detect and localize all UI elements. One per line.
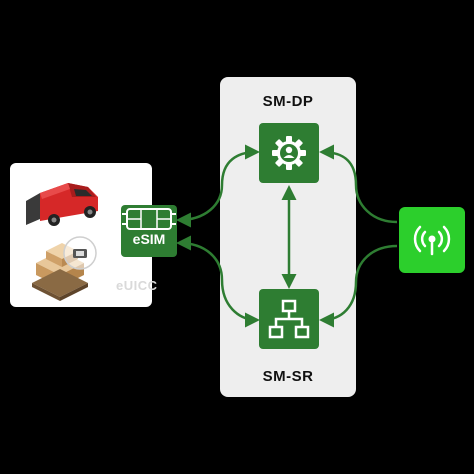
arrow-euicc-smdp: [176, 144, 260, 228]
delivery-van-icon: [26, 183, 98, 226]
pallet-packages-icon: [32, 236, 97, 301]
arrow-mno-smdp: [319, 144, 398, 224]
sm-dp-title: SM-DP: [262, 93, 314, 110]
euicc-chip: eSIM: [121, 205, 177, 257]
arrow-euicc-smsr: [176, 235, 260, 328]
device-illustration: [26, 183, 98, 301]
gear-user-icon: [272, 136, 306, 170]
sim-chip-icon: [122, 208, 176, 230]
mno-node: [399, 207, 465, 273]
sm-dp-node: [259, 123, 319, 183]
sm-sr-title: SM-SR: [262, 368, 314, 385]
arrow-mno-smsr: [319, 244, 398, 328]
sm-sr-node: [259, 289, 319, 349]
hierarchy-icon: [268, 299, 310, 339]
esim-label: eSIM: [132, 231, 166, 247]
euicc-caption: eUICC: [116, 278, 158, 293]
antenna-signal-icon: [413, 225, 451, 256]
